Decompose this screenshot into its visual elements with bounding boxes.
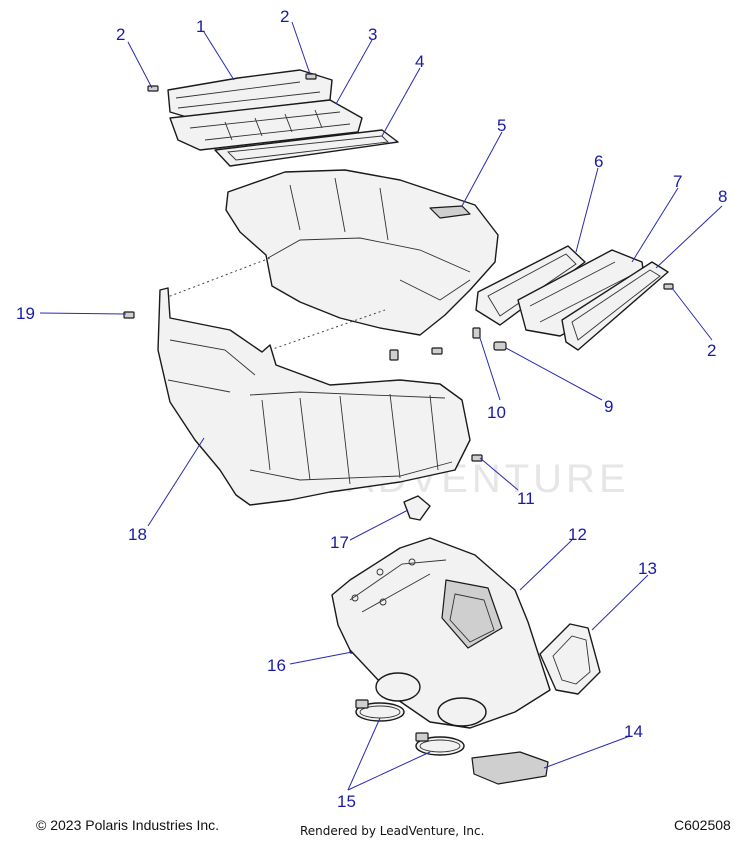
- part-12-airbox-lower: [331, 537, 551, 729]
- callout-5: 5: [497, 116, 506, 135]
- callout-7: 7: [673, 172, 682, 191]
- callout-19: 19: [16, 304, 35, 323]
- callout-4: 4: [415, 52, 424, 71]
- callout-3: 3: [368, 25, 377, 44]
- part-14-pad: [471, 751, 549, 785]
- part-3-duct: [169, 99, 363, 151]
- diagram-id: C602508: [674, 817, 731, 833]
- callout-6: 6: [594, 152, 603, 171]
- callout-16: 16: [267, 656, 286, 675]
- part-5-airbox-upper: [225, 169, 499, 336]
- callout-13: 13: [638, 559, 657, 578]
- part-13-seal: [539, 623, 601, 695]
- callout-14: 14: [624, 722, 643, 741]
- copyright-text: © 2023 Polaris Industries Inc.: [36, 817, 220, 833]
- leader-lines: [39, 21, 723, 791]
- callout-2-left: 2: [116, 25, 125, 44]
- callout-10: 10: [487, 403, 506, 422]
- part-4-gasket: [214, 129, 399, 167]
- part-15-clamps: [355, 699, 465, 756]
- callout-9: 9: [604, 397, 613, 416]
- callout-2-top: 2: [280, 7, 289, 26]
- callout-2-right: 2: [707, 341, 716, 360]
- fasteners: [123, 73, 674, 654]
- part-17-grommet: [403, 495, 431, 521]
- callout-12: 12: [568, 525, 587, 544]
- part-8-frame: [561, 261, 669, 351]
- callout-1: 1: [196, 17, 205, 36]
- callout-17: 17: [330, 533, 349, 552]
- callout-8: 8: [718, 187, 727, 206]
- part-18-housing: [157, 287, 471, 506]
- callouts: 1 2 2 3 4 5 6 7 8 2 19 10 9 11 18 17 12 …: [16, 7, 727, 811]
- part-7-duct: [517, 249, 647, 337]
- callout-15: 15: [337, 792, 356, 811]
- callout-18: 18: [128, 525, 147, 544]
- callout-11: 11: [517, 489, 535, 508]
- rendered-by-text: Rendered by LeadVenture, Inc.: [300, 824, 485, 838]
